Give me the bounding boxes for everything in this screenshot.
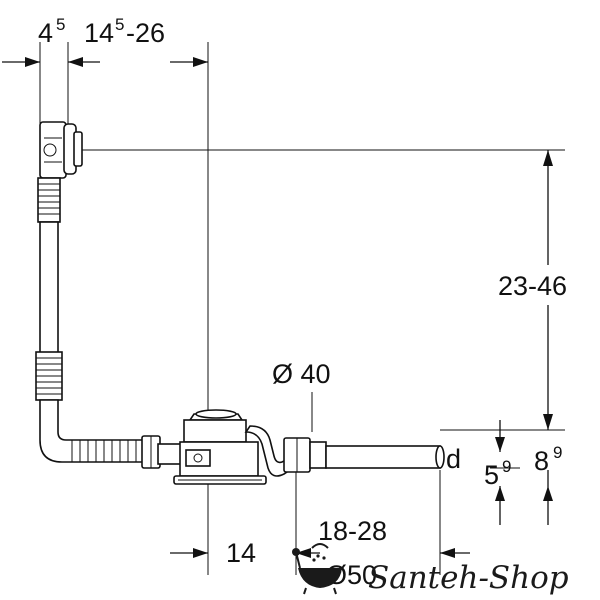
dim-bottom-range-label: 18-28 <box>318 516 387 546</box>
dimension-top-right: 14 5 -26 <box>84 15 208 67</box>
dim-top-right-sup: 5 <box>115 15 124 34</box>
dim-top-right-suffix: -26 <box>126 18 165 48</box>
dimension-large-vertical: 8 9 <box>534 443 562 525</box>
dim-large-vertical-base: 8 <box>534 446 549 476</box>
dim-vertical-range-label: 23-46 <box>498 271 567 301</box>
extension-lines <box>39 42 565 575</box>
outlet-pipe: d <box>283 437 461 474</box>
lower-corrugation <box>36 357 62 395</box>
dimension-top-left: 4 5 <box>2 15 100 67</box>
dim-top-right-base: 14 <box>84 18 114 48</box>
pipe-diameter-callout: Ø 40 <box>272 359 331 432</box>
dim-top-left-base: 4 <box>38 18 53 48</box>
bathtub-icon <box>292 543 342 595</box>
dimension-small-vertical: 5 9 <box>484 420 511 525</box>
dimension-vertical-range: 23-46 <box>498 150 567 430</box>
horizontal-corrugation <box>71 440 137 462</box>
waste-assembly <box>157 409 291 485</box>
dim-small-vertical-sup: 9 <box>502 457 511 476</box>
dim-large-vertical-sup: 9 <box>553 443 562 462</box>
dim-bottom-left-label: 14 <box>226 538 256 568</box>
dim-top-left-sup: 5 <box>56 15 65 34</box>
overflow-pipe <box>35 121 161 469</box>
pipe-diameter-label: Ø 40 <box>272 359 331 389</box>
upper-corrugation <box>38 183 60 215</box>
watermark-text: Santeh-Shop <box>368 560 569 596</box>
pipe-label-d: d <box>446 444 461 474</box>
dim-small-vertical-base: 5 <box>484 460 499 490</box>
watermark: Santeh-Shop <box>292 543 569 596</box>
